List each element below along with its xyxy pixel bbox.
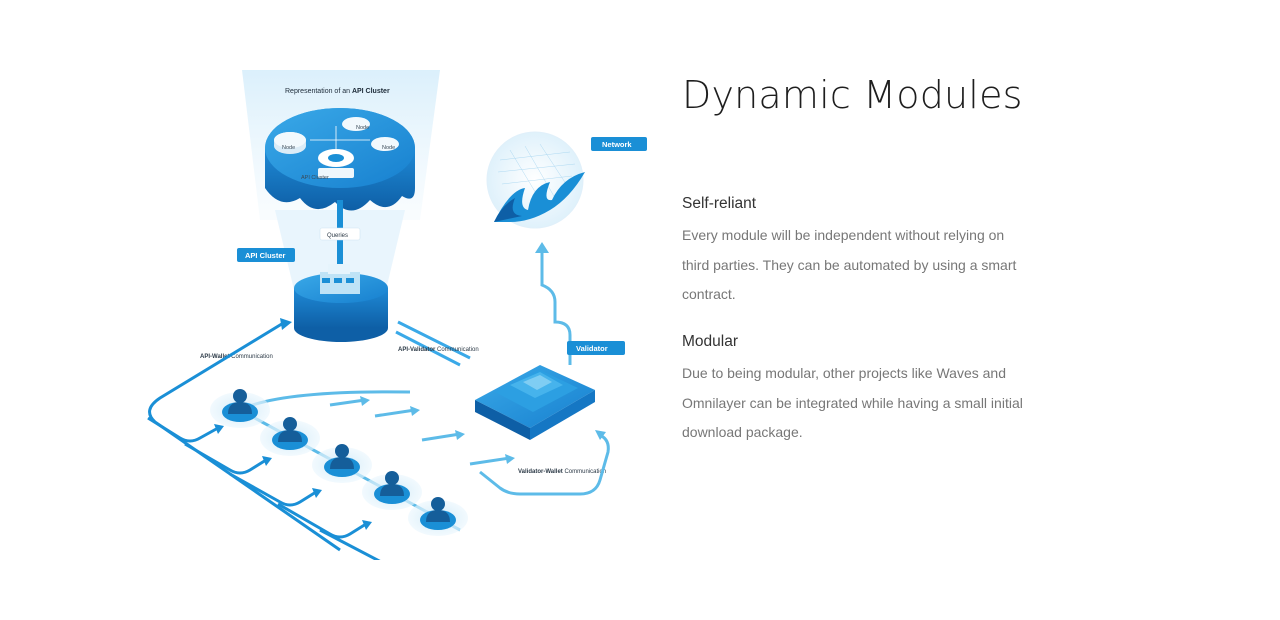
feature-description: Due to being modular, other projects lik…	[682, 365, 1023, 440]
api-validator-lines	[395, 320, 471, 367]
feature-description: Every module will be independent without…	[682, 227, 1017, 302]
user-avatar	[260, 417, 320, 456]
network-tag: Network	[591, 137, 647, 151]
validator-wallet-arrows	[360, 396, 606, 464]
api-validator-label: API-Validator Communication	[398, 347, 479, 353]
svg-text:Validator: Validator	[576, 344, 608, 353]
svg-text:Node: Node	[382, 145, 395, 151]
network-globe	[486, 131, 585, 229]
page-title: Dynamic Modules	[682, 73, 1023, 117]
user-avatar	[210, 389, 270, 428]
feature-modular: Modular Due to being modular, other proj…	[682, 331, 1027, 448]
svg-text:Node: Node	[282, 145, 295, 151]
architecture-diagram: Representation of an API Cluster Node No…	[147, 70, 647, 560]
representation-label: Representation of an API Cluster	[285, 88, 390, 95]
api-wallet-arrows	[214, 318, 372, 530]
validator-tag: Validator	[567, 341, 625, 355]
validator-wallet-label: Validator-Wallet Communication	[518, 469, 606, 475]
svg-text:API Cluster: API Cluster	[301, 175, 329, 181]
feature-self-reliant: Self-reliant Every module will be indepe…	[682, 193, 1027, 310]
content-panel: Dynamic Modules Self-reliant Every modul…	[682, 72, 1042, 440]
queries-label: Queries	[327, 233, 348, 239]
svg-text:API Cluster: API Cluster	[245, 251, 286, 260]
user-avatars	[210, 389, 468, 536]
api-cluster-cylinder	[294, 264, 388, 342]
dynamic-modules-illustration: Representation of an API Cluster Node No…	[130, 60, 650, 560]
feature-title: Self-reliant	[682, 195, 757, 212]
validator-pyramid	[475, 365, 595, 440]
svg-text:Node: Node	[356, 125, 369, 131]
user-avatar	[312, 444, 372, 483]
queries-box	[319, 227, 361, 241]
svg-text:Network: Network	[602, 140, 632, 149]
feature-title: Modular	[682, 333, 738, 350]
api-cluster-tag: API Cluster	[237, 248, 295, 262]
api-wallet-label: API-Wallet Communication	[200, 354, 273, 360]
user-avatar	[408, 497, 468, 536]
api-cluster-representation: Node Node Node API Cluster	[265, 108, 415, 211]
validator-network-path	[540, 245, 572, 365]
user-avatar	[362, 471, 422, 510]
api-wallet-paths	[147, 320, 381, 560]
